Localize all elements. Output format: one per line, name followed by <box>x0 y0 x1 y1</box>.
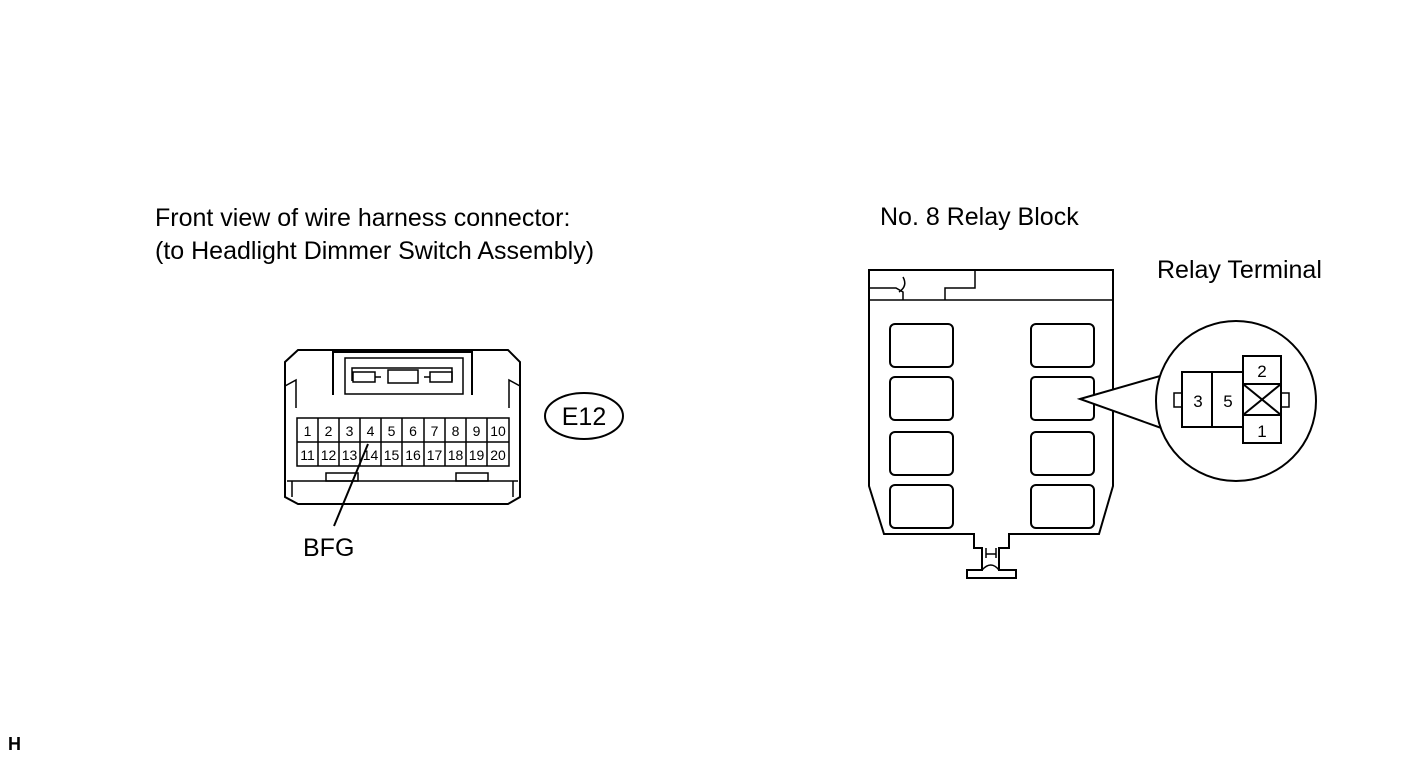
pin-10: 10 <box>490 423 506 439</box>
terminal-1: 1 <box>1257 422 1266 441</box>
footer-code: H <box>8 734 21 754</box>
terminal-5: 5 <box>1223 392 1232 411</box>
pin-14: 14 <box>363 447 379 463</box>
pin-17: 17 <box>427 447 443 463</box>
pin-4: 4 <box>367 423 375 439</box>
pin-12: 12 <box>321 447 337 463</box>
pin-1: 1 <box>304 423 312 439</box>
relay-terminal-title: Relay Terminal <box>1157 256 1322 284</box>
pin-2: 2 <box>325 423 333 439</box>
pin-9: 9 <box>473 423 481 439</box>
pin-3: 3 <box>346 423 354 439</box>
pin-11: 11 <box>300 447 315 463</box>
connector-code-oval <box>544 392 624 440</box>
relay-socket <box>1030 323 1095 368</box>
bfg-label: BFG <box>303 534 354 562</box>
pin-8: 8 <box>452 423 460 439</box>
connector-heading-line1: Front view of wire harness connector: <box>155 204 570 232</box>
harness-connector: 1 2 3 4 5 6 7 8 9 10 11 12 13 14 15 16 1… <box>284 349 521 505</box>
pin-20: 20 <box>490 447 506 463</box>
pin-6: 6 <box>409 423 417 439</box>
relay-socket <box>889 484 954 529</box>
relay-socket <box>889 431 954 476</box>
pin-15: 15 <box>384 447 400 463</box>
relay-socket <box>1030 484 1095 529</box>
pin-19: 19 <box>469 447 485 463</box>
pin-18: 18 <box>448 447 464 463</box>
pin-16: 16 <box>405 447 421 463</box>
relay-socket <box>889 323 954 368</box>
bfg-callout-line <box>333 443 369 527</box>
connector-code: E12 <box>562 403 606 431</box>
pin-5: 5 <box>388 423 396 439</box>
pin-13: 13 <box>342 447 358 463</box>
pin-7: 7 <box>431 423 439 439</box>
relay-block-title: No. 8 Relay Block <box>880 203 1079 231</box>
relay-block <box>868 269 1114 579</box>
connector-heading-line2: (to Headlight Dimmer Switch Assembly) <box>155 237 594 265</box>
terminal-3: 3 <box>1193 392 1202 411</box>
relay-socket <box>1030 431 1095 476</box>
terminal-2: 2 <box>1257 362 1266 381</box>
relay-terminal-magnifier: 3 5 2 1 <box>1076 320 1317 482</box>
relay-socket <box>889 376 954 421</box>
